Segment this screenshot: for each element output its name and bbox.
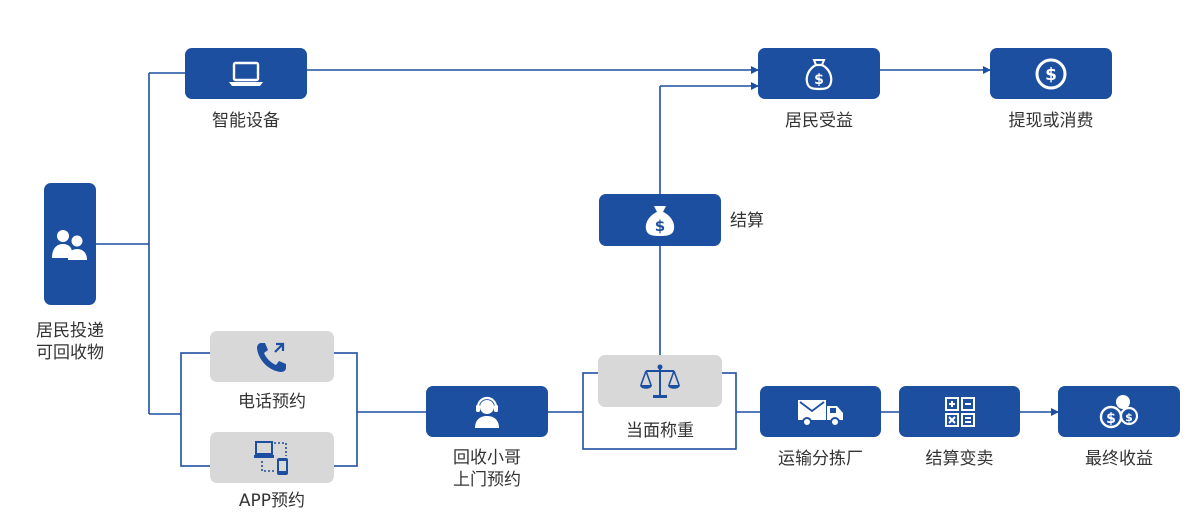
devices-icon [254, 440, 288, 475]
courier-label: 回收小哥 上门预约 [453, 448, 521, 490]
trade-label: 结算变卖 [925, 449, 994, 469]
trade-node [899, 386, 1020, 437]
settle-label: 结算 [730, 211, 764, 231]
final-profit-label: 最终收益 [1085, 449, 1153, 469]
svg-text:$: $ [1125, 411, 1133, 424]
phone-icon [257, 342, 286, 372]
svg-text:$: $ [655, 217, 665, 235]
final-profit-node: $ $ [1058, 386, 1180, 437]
money-bag-icon: $ [645, 206, 675, 236]
phone-booking-label: 电话预约 [238, 392, 306, 412]
resident-label: 居民投递 可回收物 [36, 321, 104, 363]
transport-label: 运输分拣厂 [778, 449, 863, 469]
laptop-icon [229, 61, 263, 86]
smart-device-label: 智能设备 [212, 111, 280, 131]
app-booking-label: APP预约 [238, 491, 306, 511]
svg-text:$: $ [1045, 65, 1057, 85]
coin-icon: $ [1035, 58, 1067, 89]
truck-icon [797, 399, 843, 427]
headset-icon [475, 396, 499, 428]
weigh-label: 当面称重 [626, 421, 694, 441]
settle-node: $ [599, 194, 721, 246]
coins-icon: $ $ [1099, 394, 1139, 428]
phone-booking-node [210, 331, 334, 382]
smart-device-node [185, 48, 307, 99]
resident-income-node: $ [758, 48, 880, 99]
app-booking-node [210, 432, 334, 483]
courier-node [426, 386, 548, 437]
weigh-node [598, 355, 722, 407]
users-icon [52, 230, 87, 260]
svg-text:$: $ [814, 72, 824, 88]
dollar-bag-icon: $ [805, 58, 833, 90]
resident-income-label: 居民受益 [785, 111, 853, 131]
svg-text:$: $ [1106, 411, 1116, 427]
scale-icon [640, 364, 680, 398]
calculator-icon [944, 396, 975, 427]
resident-node [44, 183, 96, 305]
withdraw-node: $ [990, 48, 1112, 99]
withdraw-label: 提现或消费 [1008, 111, 1094, 131]
transport-node [760, 386, 881, 437]
